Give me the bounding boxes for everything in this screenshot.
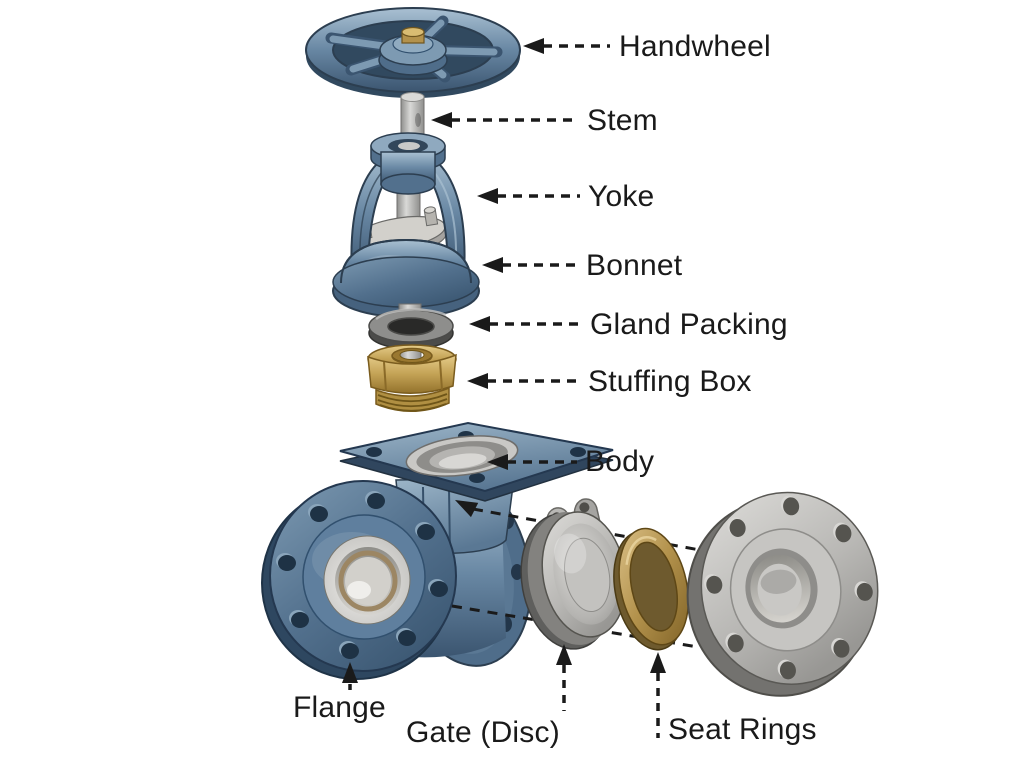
body-left-flange <box>261 480 457 680</box>
flange-arrow <box>342 662 358 694</box>
loose-flange-illustration <box>686 491 879 697</box>
handwheel-arrow <box>523 38 610 54</box>
label-bonnet: Bonnet <box>586 249 683 282</box>
gate-disc-illustration <box>520 498 627 650</box>
label-flange: Flange <box>293 691 386 724</box>
label-yoke: Yoke <box>588 180 655 213</box>
yoke-arrow <box>477 188 580 204</box>
seat-ring-illustration <box>613 527 690 651</box>
bonnet-illustration <box>332 238 480 318</box>
stem-arrow <box>431 112 579 128</box>
label-stuffing-box: Stuffing Box <box>588 365 752 398</box>
body-arrow <box>487 454 577 470</box>
stuffing-box-illustration <box>367 344 457 412</box>
handwheel-nut <box>401 26 425 44</box>
gland-packing-arrow <box>469 316 582 332</box>
body-illustration <box>261 421 614 680</box>
handwheel-illustration <box>304 7 522 98</box>
gate-disc-arrow <box>556 644 572 711</box>
label-gate-disc: Gate (Disc) <box>406 716 560 749</box>
stuffing-box-arrow <box>467 373 580 389</box>
label-body: Body <box>585 445 655 478</box>
bonnet-arrow <box>482 257 578 273</box>
seat-rings-arrow <box>650 652 666 738</box>
flange-bolt-holes <box>276 491 448 659</box>
label-gland-packing: Gland Packing <box>590 308 788 341</box>
leader-arrows <box>342 38 666 738</box>
gland-packing-illustration <box>368 308 454 350</box>
loose-flange-bolt-holes <box>704 495 873 680</box>
label-stem: Stem <box>587 104 658 137</box>
label-handwheel: Handwheel <box>619 30 771 63</box>
label-seat-rings: Seat Rings <box>668 713 817 746</box>
